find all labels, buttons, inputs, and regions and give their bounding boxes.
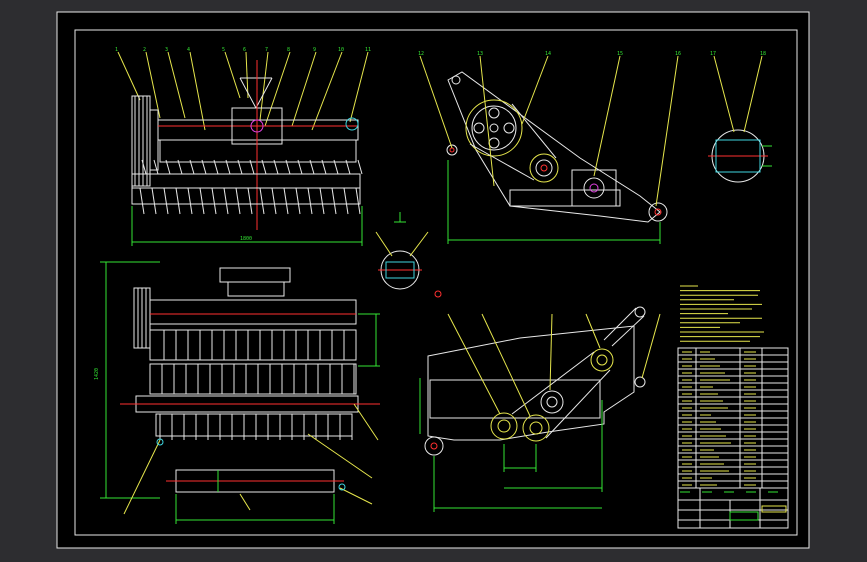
drawing-line — [273, 159, 279, 175]
drawing-line — [345, 159, 351, 175]
drawing-line — [309, 159, 315, 175]
parts-table — [677, 347, 789, 489]
drawing-line — [333, 159, 339, 175]
inner-frame — [74, 29, 798, 536]
svg-text:7: 7 — [265, 47, 268, 53]
svg-text:12: 12 — [418, 51, 424, 57]
drawing-line — [189, 159, 195, 175]
drawing-sheet — [57, 12, 809, 548]
svg-text:8: 8 — [287, 47, 290, 53]
drawing-line — [153, 159, 159, 175]
svg-text:16: 16 — [675, 51, 681, 57]
drawing-line — [165, 159, 171, 175]
front-view-top: 1 2 3 4 5 6 7 8 9 10 11 — [115, 47, 371, 246]
drawing-line — [343, 187, 349, 215]
outer-border — [56, 11, 810, 549]
drawing-line — [283, 187, 289, 215]
drawing-line — [259, 187, 265, 215]
svg-text:17: 17 — [710, 51, 716, 57]
drawing-line — [285, 159, 291, 175]
svg-text:4: 4 — [187, 47, 190, 53]
drawing-line — [201, 159, 207, 175]
notes-block — [680, 285, 764, 342]
side-view-bottom — [419, 306, 661, 512]
drawing-line — [355, 187, 361, 215]
title-block — [677, 487, 789, 529]
drawing-line — [247, 187, 253, 215]
drawing-line — [331, 187, 337, 215]
drawing-line — [237, 159, 243, 175]
drawing-line — [261, 159, 267, 175]
svg-text:15: 15 — [617, 51, 623, 57]
drawing-line — [235, 187, 241, 215]
drawing-line — [141, 159, 147, 175]
drawing-line — [175, 187, 181, 215]
drawing-line — [295, 187, 301, 215]
drawing-line — [211, 187, 217, 215]
svg-text:2: 2 — [143, 47, 146, 53]
svg-text:10: 10 — [338, 47, 344, 53]
svg-text:9: 9 — [313, 47, 316, 53]
drawing-line — [139, 187, 145, 215]
drawing-line — [187, 187, 193, 215]
drawing-line — [319, 187, 325, 215]
svg-text:1: 1 — [115, 47, 118, 53]
svg-text:11: 11 — [365, 47, 371, 53]
drawing-line — [223, 187, 229, 215]
drawing-line — [199, 187, 205, 215]
svg-text:1800: 1800 — [240, 236, 252, 242]
drawing-line — [321, 159, 327, 175]
drawing-line — [297, 159, 303, 175]
drawing-line — [307, 187, 313, 215]
drawing-line — [213, 159, 219, 175]
drawing-line — [225, 159, 231, 175]
svg-text:6: 6 — [243, 47, 246, 53]
side-view-top: 12 13 14 15 16 — [418, 51, 681, 244]
drawing-line — [357, 159, 363, 175]
drawing-line — [163, 187, 169, 215]
svg-text:13: 13 — [477, 51, 483, 57]
drawing-line — [271, 187, 277, 215]
drawing-line — [177, 159, 183, 175]
plan-view: 1420 — [94, 261, 380, 524]
svg-text:5: 5 — [222, 47, 225, 53]
svg-text:1420: 1420 — [94, 368, 100, 380]
svg-text:14: 14 — [545, 51, 551, 57]
detail-a — [375, 212, 442, 298]
svg-text:3: 3 — [165, 47, 168, 53]
drawing-line — [151, 187, 157, 215]
svg-text:18: 18 — [760, 51, 766, 57]
drawing-line — [249, 159, 255, 175]
detail-b: 17 18 — [708, 51, 772, 183]
